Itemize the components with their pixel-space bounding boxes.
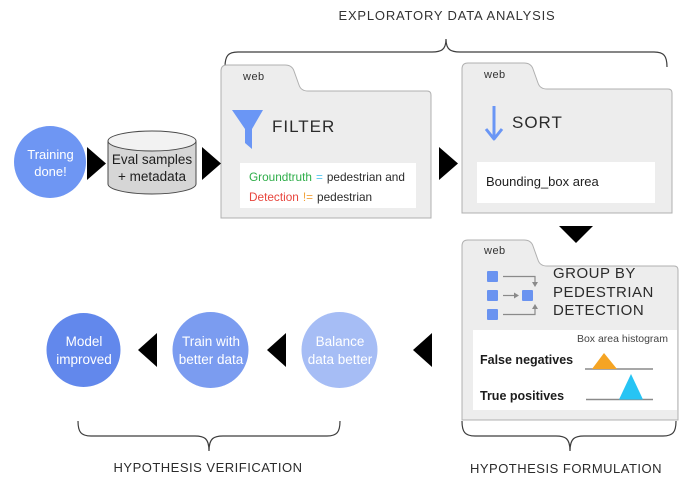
query-field: Groundtruth: [249, 170, 312, 184]
groupby-title: GROUP BY PEDESTRIAN DETECTION: [553, 265, 654, 319]
hypothesis-formulation-label: HYPOTHESIS FORMULATION: [469, 461, 663, 476]
filter-title: FILTER: [272, 117, 336, 136]
training-done-label: Training done!: [27, 147, 74, 179]
balance-data-label: Balance data better: [307, 334, 373, 367]
sort-field-box: [477, 162, 655, 203]
brace-verification: [77, 420, 341, 452]
sort-field: Bounding_box area: [486, 174, 599, 189]
model-improved-label: Model improved: [56, 334, 112, 367]
histogram-row-label: True positives: [480, 389, 565, 403]
true-positives-triangle: [619, 374, 643, 400]
query-value: pedestrian and: [326, 170, 405, 184]
model-improved-circle: [46, 313, 121, 387]
query-value: pedestrian: [317, 189, 373, 204]
sort-folder-tab: web: [484, 69, 506, 81]
flow-arrow-down-icon: [559, 226, 593, 243]
histogram-row-label: False negatives: [480, 353, 574, 367]
histogram-box: [473, 330, 677, 410]
brace-eda: [224, 38, 668, 68]
query-field: Detection: [249, 189, 299, 204]
groupby-folder-tab: web: [484, 245, 506, 257]
filter-query-line1: Groundtruth=pedestrian and: [249, 168, 405, 188]
flow-arrow-left-icon: [138, 333, 157, 367]
query-operator: =: [315, 170, 323, 184]
hypothesis-verification-label: HYPOTHESIS VERIFICATION: [113, 460, 303, 475]
flow-arrow-right-icon: [439, 147, 458, 180]
training-done-circle: [14, 126, 86, 198]
filter-query: Groundtruth=pedestrian and Detection!=pe…: [249, 168, 405, 207]
funnel-icon: [232, 110, 263, 149]
filter-query-line2: Detection!=pedestrian: [249, 188, 405, 208]
histogram-title: Box area histogram: [576, 333, 668, 345]
group-by-icon: [487, 271, 538, 320]
false-negatives-triangle: [592, 353, 617, 369]
page-title: EXPLORATORY DATA ANALYSIS: [338, 8, 556, 23]
flow-arrow-left-icon: [267, 333, 286, 367]
train-better-circle: [172, 312, 249, 388]
query-operator: !=: [302, 189, 314, 204]
flow-arrow-left-icon: [413, 333, 432, 367]
database-cylinder-icon: [107, 130, 197, 195]
train-better-label: Train with better data: [178, 334, 244, 367]
brace-formulation: [461, 420, 677, 452]
flow-arrow-right-icon: [87, 147, 106, 180]
filter-folder-tab: web: [243, 71, 265, 83]
sort-title: SORT: [512, 113, 563, 132]
filter-query-box: [240, 163, 416, 208]
flow-arrow-right-icon: [202, 147, 221, 180]
arrow-down-icon: [484, 106, 504, 141]
balance-data-circle: [301, 312, 378, 388]
database-label: Eval samples + metadata: [111, 152, 193, 184]
